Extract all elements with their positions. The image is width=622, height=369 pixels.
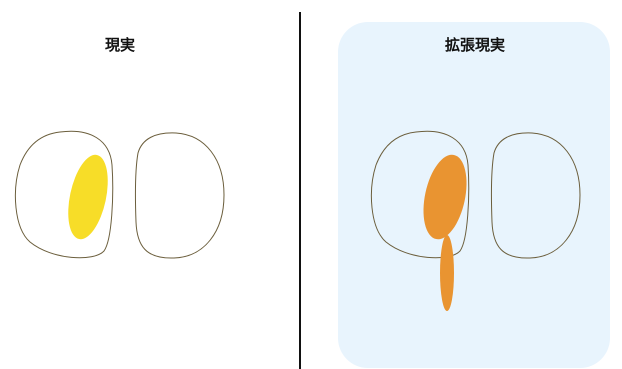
- ar-panel-background: [338, 22, 610, 368]
- ar-right-lens-outline: [490, 132, 581, 259]
- reality-panel-title: 現実: [104, 36, 135, 54]
- augmented-reality-panel-title: 拡張現実: [444, 36, 505, 54]
- real-yellow-blob: [68, 154, 108, 240]
- ar-left-lens-outline: [370, 130, 470, 259]
- ar-eyes-group: [370, 130, 581, 311]
- ar-orange-extension: [440, 235, 454, 311]
- right-lens-outline: [134, 132, 225, 259]
- ar-orange-blob: [423, 154, 467, 240]
- left-lens-outline: [14, 130, 114, 259]
- reality-eyes-group: [14, 130, 225, 259]
